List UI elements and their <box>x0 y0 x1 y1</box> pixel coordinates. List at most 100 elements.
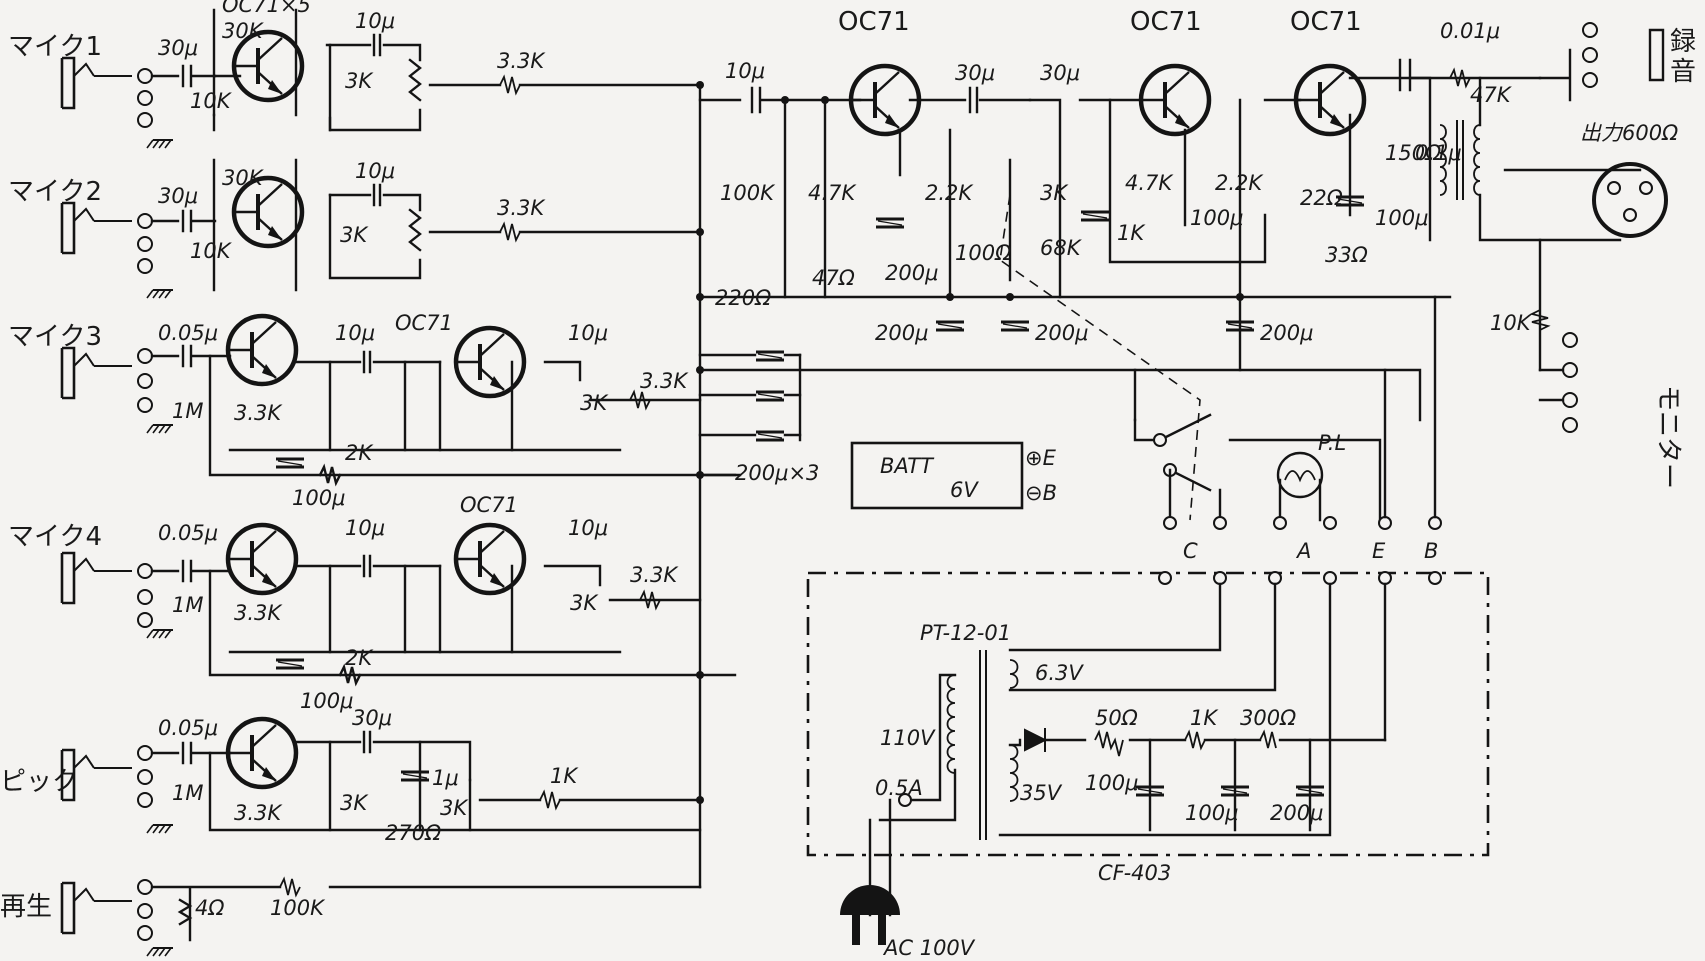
battery-plus: ⊕E <box>1025 446 1057 470</box>
term-b: B <box>1424 539 1438 563</box>
top-r68k: 68K <box>1040 236 1083 260</box>
mic3-label: マイク3 <box>8 322 102 352</box>
pick-r270: 270Ω <box>385 821 441 845</box>
top-c001u: 0.01μ <box>1440 19 1500 43</box>
xtor-top1-label: OC71 <box>838 7 910 37</box>
top-r33: 33Ω <box>1325 243 1368 267</box>
mic4-label: マイク4 <box>8 522 102 552</box>
top-c200u-c: 200μ <box>1035 321 1088 345</box>
top-c30u-b: 30μ <box>1040 61 1080 85</box>
battery-box <box>850 441 1024 510</box>
out-label: 出力600Ω <box>1580 121 1678 145</box>
play-stage <box>150 876 702 942</box>
psu-r300: 300Ω <box>1240 706 1296 730</box>
mic4-c10u: 10μ <box>345 516 385 540</box>
mic1-header: OC71×5 <box>222 0 311 17</box>
mic4-r3k: 3K <box>570 591 599 615</box>
psu-model: PT-12-01 <box>920 621 1011 645</box>
mic1-r10k: 10K <box>190 89 233 113</box>
mic3-jack <box>60 346 174 434</box>
pilot-lamp <box>1276 451 1324 522</box>
mic3-r2k: 2K <box>345 441 374 465</box>
rec-jack <box>1538 22 1665 102</box>
top-c100u-b: 100μ <box>1375 206 1428 230</box>
pick-r1k: 1K <box>550 764 579 788</box>
top-c01u: 0.1μ <box>1415 141 1462 165</box>
top-r47k-b: 4.7K <box>1125 171 1174 195</box>
mic4-r1m: 1M <box>172 593 203 617</box>
rec-label-2: 音 <box>1670 57 1696 87</box>
battery-minus: ⊖B <box>1025 481 1057 505</box>
top-r150: 150Ω <box>1385 141 1441 165</box>
top-r47k: 4.7K <box>808 181 857 205</box>
top-r1k: 1K <box>1117 221 1146 245</box>
xtor-top2-label: OC71 <box>1130 7 1202 37</box>
pick-r3k: 3K <box>340 791 369 815</box>
mic3-r1m: 1M <box>172 399 203 423</box>
pilot-lamp-label: P.L <box>1318 431 1346 455</box>
psu-110v: 110V <box>880 726 936 750</box>
pick-r3k-b: 3K <box>440 796 469 820</box>
mic3-stage <box>150 316 737 487</box>
mic1-stage <box>150 8 702 132</box>
top-c200u-b: 200μ <box>875 321 928 345</box>
mic2-stage <box>150 158 702 292</box>
mic1-c10u: 10μ <box>355 9 395 33</box>
mic1-cap: 30μ <box>158 36 198 60</box>
rec-label-1: 録 <box>1670 27 1696 57</box>
mic4-r33k-b: 3.3K <box>630 563 679 587</box>
play-r100k: 100K <box>270 896 326 920</box>
pick-r33k: 3.3K <box>234 801 283 825</box>
mic4-r2k: 2K <box>345 646 374 670</box>
battery-volts: 6V <box>950 478 979 502</box>
battery-name: BATT <box>880 454 935 478</box>
top-c100u: 100μ <box>1190 206 1243 230</box>
psu-unit: CF-403 <box>1098 861 1171 885</box>
play-label: 再生 <box>0 892 52 922</box>
mic2-label: マイク2 <box>8 177 102 207</box>
mic1-label: マイク1 <box>8 32 102 62</box>
psu-c200u: 200μ <box>1270 801 1323 825</box>
mic4-c100u: 100μ <box>300 689 353 713</box>
mic2-r30k: 30K <box>222 166 265 190</box>
gang-link-line <box>999 194 1201 521</box>
monitor-r10k: 10K <box>1490 311 1533 335</box>
power-switch <box>1133 368 1382 522</box>
top-c10u: 10μ <box>725 59 765 83</box>
mic3-c10u: 10μ <box>335 321 375 345</box>
mic3-xtor2: OC71 <box>395 311 453 335</box>
monitor-jack <box>1529 238 1578 433</box>
play-r4: 4Ω <box>195 896 224 920</box>
mic2-jack <box>60 201 174 299</box>
mic4-r33k: 3.3K <box>234 601 283 625</box>
xtor-top3-label: OC71 <box>1290 7 1362 37</box>
pick-label: ピック <box>0 767 78 797</box>
psu-63v: 6.3V <box>1035 661 1084 685</box>
mic2-c10u: 10μ <box>355 159 395 183</box>
mic2-cap: 30μ <box>158 184 198 208</box>
mic4-c10u-b: 10μ <box>568 516 608 540</box>
mic1-r30k: 30K <box>222 19 265 43</box>
mic3-c10u-b: 10μ <box>568 321 608 345</box>
output-transformer <box>1439 76 1642 242</box>
ac-plug <box>840 885 900 945</box>
mic4-jack <box>60 551 174 639</box>
ac-label: AC 100V <box>882 936 976 960</box>
out600-connector <box>1592 162 1668 238</box>
cap-bank <box>698 350 802 442</box>
play-jack <box>60 879 174 957</box>
pick-c30u: 30μ <box>352 706 392 730</box>
top-c30u: 30μ <box>955 61 995 85</box>
term-e: E <box>1372 539 1386 563</box>
top-r47k-c: 47K <box>1470 83 1513 107</box>
top-c200u: 200μ <box>885 261 938 285</box>
mic2-r33k: 3.3K <box>497 196 546 220</box>
mic2-r10k: 10K <box>190 239 233 263</box>
top-r3k: 3K <box>1040 181 1069 205</box>
mic3-cap: 0.05μ <box>158 321 218 345</box>
mic3-r33k: 3.3K <box>234 401 283 425</box>
pick-cap: 0.05μ <box>158 716 218 740</box>
amp-chain <box>698 58 1542 372</box>
top-r47: 47Ω <box>812 266 855 290</box>
